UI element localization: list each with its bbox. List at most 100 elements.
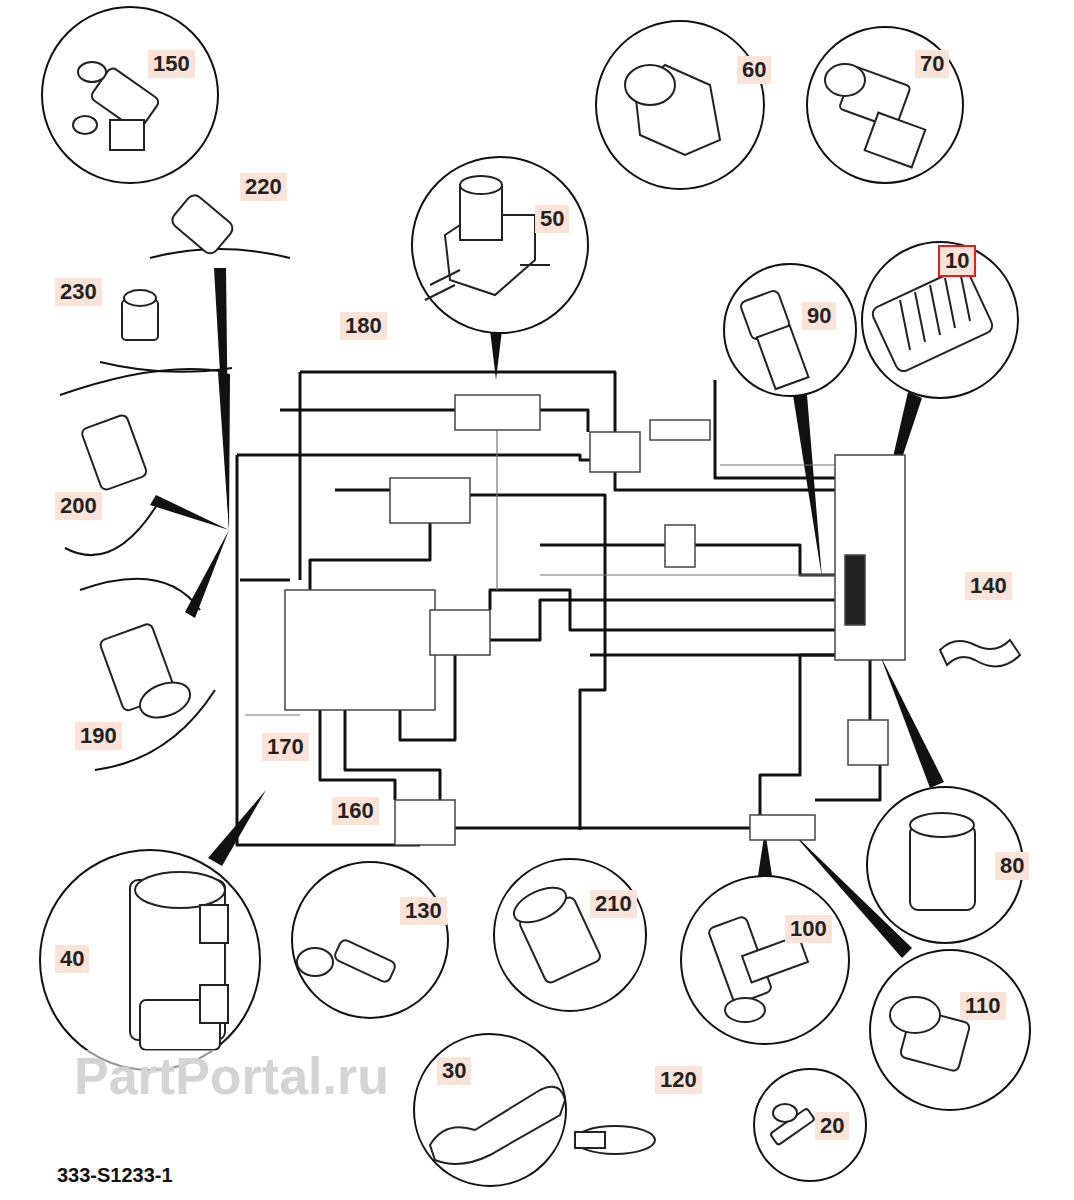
callout-number: 60 <box>737 56 771 84</box>
hydraulic-line <box>540 410 588 432</box>
detail-circle <box>724 264 856 396</box>
part-sketch <box>425 265 550 300</box>
hydraulic-line <box>815 765 880 800</box>
callout-number: 50 <box>535 205 569 233</box>
hydraulic-line <box>310 523 430 590</box>
hydraulic-line <box>237 455 595 460</box>
part-sketch <box>124 290 156 306</box>
part-sketch <box>900 271 970 350</box>
callout-number: 90 <box>802 302 836 330</box>
part-sketch <box>940 640 1020 666</box>
hydraulic-line <box>760 655 835 840</box>
part-sketch <box>890 997 940 1033</box>
part-sketch <box>73 62 1020 1164</box>
callout-number: 150 <box>148 50 195 78</box>
hydraulic-line <box>455 827 750 830</box>
part-sketch <box>73 116 97 134</box>
callout-number: 140 <box>965 572 1012 600</box>
leader-wedge <box>218 372 230 530</box>
callout-number: 110 <box>960 992 1006 1020</box>
callout-number: 100 <box>785 915 832 943</box>
part-sketch <box>78 62 106 82</box>
part-sketch <box>200 905 228 943</box>
detail-arc <box>80 579 200 610</box>
detail-circle <box>862 242 1018 398</box>
leader-wedge <box>150 495 229 530</box>
part-sketch <box>333 938 397 983</box>
part-sketch <box>200 985 228 1023</box>
part-sketch <box>757 325 809 389</box>
part-sketch <box>509 880 572 929</box>
part-sketch <box>135 872 225 908</box>
callout-number: 190 <box>75 722 122 750</box>
part-sketch <box>773 1104 797 1122</box>
callout-number: 80 <box>995 852 1029 880</box>
callout-number: 200 <box>55 492 102 520</box>
pilot-line <box>720 464 835 465</box>
pilot-line <box>245 714 300 715</box>
hydraulic-line <box>320 710 395 800</box>
part-sketch <box>910 813 974 837</box>
part-sketch <box>725 998 765 1022</box>
valve-block <box>430 610 490 655</box>
callout-number: 230 <box>55 278 102 306</box>
valve-block <box>835 455 905 660</box>
part-sketch <box>297 948 333 976</box>
callout-number: 130 <box>400 897 447 925</box>
part-sketch <box>110 120 144 150</box>
hydraulic-line <box>335 489 390 492</box>
hydraulic-line <box>869 660 872 720</box>
part-sketch <box>865 113 926 168</box>
callout-number: 180 <box>340 312 387 340</box>
hydraulic-line <box>240 579 290 582</box>
detail-circle <box>870 950 1030 1110</box>
detail-arc <box>150 249 290 258</box>
part-sketch <box>870 266 995 374</box>
detail-circle <box>412 157 588 333</box>
hydraulic-line <box>345 710 440 800</box>
detail-circle <box>414 1034 566 1186</box>
callout-number: 40 <box>55 945 89 973</box>
callout-number: 30 <box>437 1057 471 1085</box>
leader-wedge <box>793 395 822 578</box>
valve-block <box>390 478 470 523</box>
hydraulic-line <box>490 590 835 630</box>
valve-block <box>395 800 455 845</box>
detail-circle <box>494 859 646 1011</box>
pilot-line <box>540 574 835 575</box>
part-sketch <box>575 1132 605 1148</box>
hydraulic-line <box>237 372 880 845</box>
hydraulic-line <box>280 409 455 412</box>
valve-block <box>590 432 640 472</box>
figure-code: 333-S1233-1 <box>55 1164 175 1186</box>
detail-circle <box>40 850 260 1070</box>
callout-number: 220 <box>240 173 287 201</box>
part-sketch <box>169 192 236 256</box>
valve-block <box>285 590 435 710</box>
part-sketch <box>625 65 675 105</box>
callout-number: 10 <box>938 245 976 277</box>
hydraulic-line <box>299 372 302 580</box>
callout-number: 120 <box>655 1066 702 1094</box>
leader-wedge <box>214 268 229 530</box>
valve-block <box>845 555 865 625</box>
valve-block <box>455 395 540 430</box>
part-sketch <box>135 676 195 724</box>
pilot-line <box>496 430 497 590</box>
detail-circle <box>42 7 218 183</box>
valve-block <box>665 525 695 567</box>
callout-number: 210 <box>590 890 637 918</box>
detail-circle <box>40 7 1030 1186</box>
valve-block <box>848 720 888 765</box>
callout-number: 70 <box>915 50 949 78</box>
part-sketch <box>81 414 148 491</box>
callout-number: 160 <box>332 797 379 825</box>
part-sketch <box>575 1126 655 1154</box>
valve-block <box>750 815 815 840</box>
leader-wedge <box>185 530 229 618</box>
detail-circle <box>681 876 849 1044</box>
part-sketch <box>430 1087 565 1164</box>
detail-arc <box>60 369 226 395</box>
